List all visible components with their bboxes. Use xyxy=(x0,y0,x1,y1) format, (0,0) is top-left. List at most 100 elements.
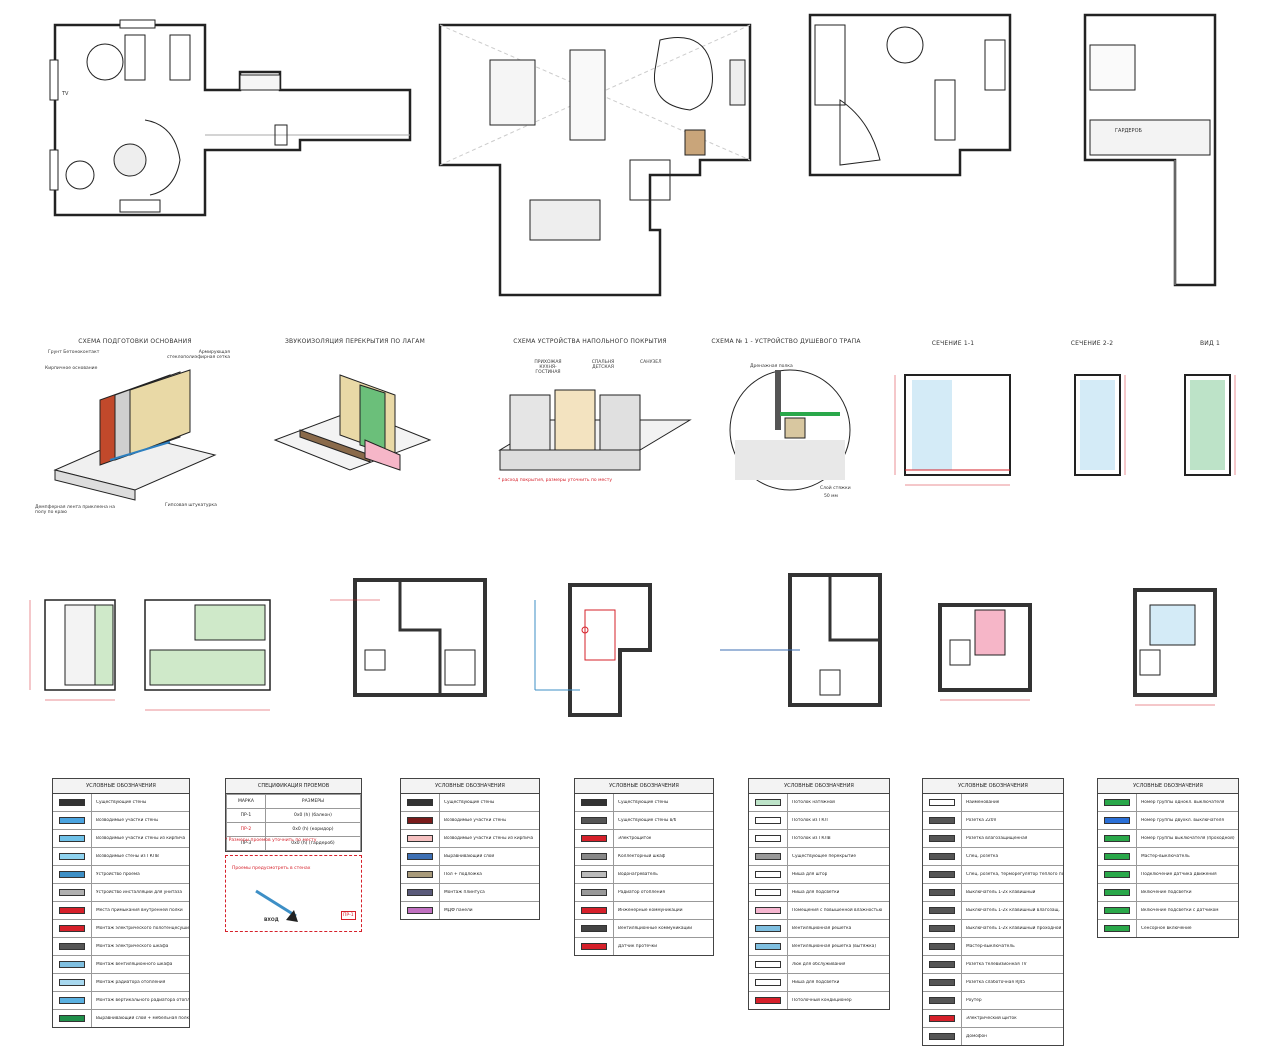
legend-text: Монтаж вертикального радиатора отопления xyxy=(96,998,189,1003)
list-item: Возводимые участки стены xyxy=(401,812,539,830)
legend-swatch xyxy=(749,794,788,811)
label-drain-mm: 50 мм xyxy=(824,494,838,499)
note-box: Проемы предусмотреть в стенах ВХОД ПР-1 xyxy=(225,855,362,932)
legend-text: Возводимые участки стены из кирпича xyxy=(96,836,186,841)
legend-swatch-mark xyxy=(929,871,955,878)
legend-swatch xyxy=(923,1028,962,1045)
legend-text: Розетка 220V xyxy=(966,818,997,823)
legend-swatch xyxy=(575,830,614,847)
list-item: Возводимые стены из ГКЛВ xyxy=(53,848,189,866)
scheme-section-2 xyxy=(1074,374,1126,476)
spec-title: СПЕЦИФИКАЦИЯ ПРОЕМОВ xyxy=(226,779,361,794)
list-item: Спец. розетка xyxy=(923,848,1063,866)
spec-size: 0х0 (h) (гардероб) xyxy=(264,836,362,851)
legend-swatch-mark xyxy=(581,871,607,878)
legend-swatch-mark xyxy=(581,799,607,806)
section-schemes-row xyxy=(53,369,1236,501)
plan-wardrobe-text: ГАРДЕРОБ xyxy=(1115,128,1143,134)
list-item: Возводимые участки стены из кирпича xyxy=(401,830,539,848)
detail-plan-c xyxy=(720,573,882,707)
legend-6: УСЛОВНЫЕ ОБОЗНАЧЕНИЯ Номер группы однокл… xyxy=(1097,778,1239,938)
legend-swatch xyxy=(53,848,92,865)
list-item: Водонагреватель xyxy=(575,866,713,884)
list-item: Электрический щиток xyxy=(923,1010,1063,1028)
list-item: Потолок из ГКЛВ xyxy=(749,830,889,848)
legend-swatch xyxy=(749,974,788,991)
legend-swatch xyxy=(575,938,614,955)
legend-swatch xyxy=(1098,848,1137,865)
legend-text: Возводимые участки стены xyxy=(444,818,507,823)
plan-tv-text: TV xyxy=(61,91,69,97)
title-view-1: ВИД 1 xyxy=(1199,340,1221,347)
note-box-ref: ПР-1 xyxy=(341,911,356,920)
legend-swatch xyxy=(923,830,962,847)
legend-swatch-mark xyxy=(59,853,85,860)
legend-swatch xyxy=(575,848,614,865)
legend-swatch-mark xyxy=(1104,853,1130,860)
legend-swatch-mark xyxy=(929,907,955,914)
legend-swatch-mark xyxy=(407,907,433,914)
legend-swatch xyxy=(53,902,92,919)
label-kladka: Кирпичное основание xyxy=(45,366,98,371)
legend-swatch xyxy=(53,830,92,847)
legend-swatch-mark xyxy=(755,925,781,932)
list-item: Потолок натяжной xyxy=(749,794,889,812)
legend-swatch xyxy=(923,974,962,991)
legend-swatch-mark xyxy=(581,925,607,932)
legend-text: Существующее перекрытие xyxy=(792,854,856,859)
legend-swatch-mark xyxy=(755,889,781,896)
plan-dining xyxy=(438,23,752,297)
list-item: Включение подсветки xyxy=(1098,884,1238,902)
list-item: Выключатель 1-2х клавишный влагозащ. xyxy=(923,902,1063,920)
legend-swatch-mark xyxy=(407,871,433,878)
legend-text: Включение подсветки с датчиком xyxy=(1141,908,1219,913)
detail-plan-e xyxy=(1133,588,1217,706)
legend-text: Выравнивающий слой xyxy=(444,854,495,859)
legend-swatch-mark xyxy=(581,907,607,914)
legend-swatch xyxy=(923,812,962,829)
legend-swatch-mark xyxy=(929,889,955,896)
legend-text: Розетка телевизионная TV xyxy=(966,962,1027,967)
legend-swatch xyxy=(923,794,962,811)
list-item: Наименование xyxy=(923,794,1063,812)
legend-swatch-mark xyxy=(59,925,85,932)
detail-plan-a xyxy=(330,578,487,697)
legend-text: Домофон xyxy=(966,1034,987,1039)
legend-swatch xyxy=(1098,866,1137,883)
list-item: Ниша для подсветки xyxy=(749,884,889,902)
legend-swatch-mark xyxy=(407,889,433,896)
legend-swatch-mark xyxy=(59,943,85,950)
legend-swatch xyxy=(53,938,92,955)
title-floor-insulation: ЗВУКОИЗОЛЯЦИЯ ПЕРЕКРЫТИЯ ПО ЛАГАМ xyxy=(285,338,425,345)
legend-swatch-mark xyxy=(929,1033,955,1040)
legend-swatch xyxy=(923,938,962,955)
detail-elevation-1 xyxy=(29,599,116,701)
list-item: Устройство инсталляции для унитаза xyxy=(53,884,189,902)
list-item: Монтаж плинтуса xyxy=(401,884,539,902)
legend-text: Устройство инсталляции для унитаза xyxy=(96,890,182,895)
legend-swatch xyxy=(1098,920,1137,937)
title-floor-covering: СХЕМА УСТРОЙСТВА НАПОЛЬНОГО ПОКРЫТИЯ xyxy=(513,338,667,345)
list-item: Потолочный кондиционер xyxy=(749,992,889,1009)
legend-text: Водонагреватель xyxy=(618,872,658,877)
legend-text: Вентиляционная решетка xyxy=(792,926,852,931)
legend-swatch xyxy=(575,812,614,829)
legend-text: Розетка слаботочная RJ45 xyxy=(966,980,1026,985)
legend-swatch-mark xyxy=(755,907,781,914)
legend-swatch xyxy=(575,866,614,883)
list-item: Помещения с повышенной влажностью xyxy=(749,902,889,920)
legend-swatch-mark xyxy=(755,817,781,824)
list-item: Пол + подложка xyxy=(401,866,539,884)
detail-plans-row xyxy=(29,573,1217,717)
legend-text: Существующие стены xyxy=(96,800,147,805)
legend-swatch xyxy=(749,956,788,973)
title-base-prep: СХЕМА ПОДГОТОВКИ ОСНОВАНИЯ xyxy=(78,338,192,345)
legend-text: Возводимые стены из ГКЛВ xyxy=(96,854,159,859)
list-item: Существующие стены в/б xyxy=(575,812,713,830)
legend-swatch-mark xyxy=(59,871,85,878)
list-item: Выключатель 1-2х клавишный xyxy=(923,884,1063,902)
legend-text: Ниша для подсветки xyxy=(792,890,840,895)
legend-swatch xyxy=(923,920,962,937)
